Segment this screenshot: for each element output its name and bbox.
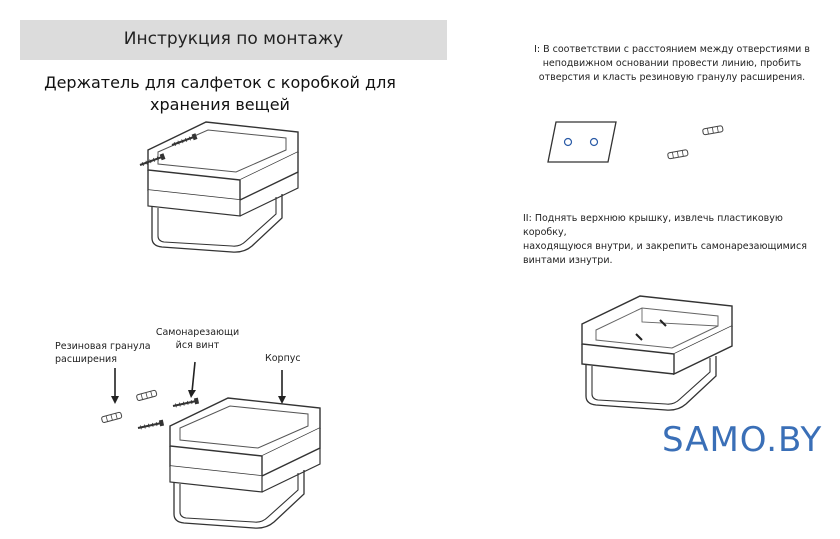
expansion-plugs-step1 (666, 125, 724, 160)
step-1-line-1: I: В соответствии с расстоянием между от… (534, 44, 810, 55)
screw-label-1: Самонарезающи (155, 327, 240, 338)
step-1-text: I: В соответствии с расстоянием между от… (526, 43, 818, 85)
step-1-line-3: отверстия и класть резиновую гранулу рас… (538, 72, 806, 83)
body-callout: Корпус (265, 353, 301, 364)
step-2-line-3: винтами изнутри. (523, 255, 613, 266)
product-title-line-1: Держатель для салфеток с коробкой для (44, 73, 396, 92)
screw-label-2: йся винт (175, 340, 220, 351)
step-2-line-2: находящуюся внутри, и закрепить самонаре… (523, 241, 807, 252)
step-2-text: II: Поднять верхнюю крышку, извлечь плас… (523, 212, 823, 268)
step-1-line-2: неподвижном основании провести линию, пр… (542, 58, 802, 69)
title-banner: Инструкция по монтажу (20, 20, 447, 60)
rubber-plug-label-2: расширения (55, 354, 117, 365)
open-box-illustration (581, 295, 733, 411)
banner-title: Инструкция по монтажу (123, 29, 344, 49)
rubber-plug-callout: Резиновая гранула расширения (55, 340, 175, 366)
step-2-line-1: II: Поднять верхнюю крышку, извлечь плас… (523, 213, 783, 238)
product-title-line-2: хранения вещей (150, 95, 290, 114)
product-title: Держатель для салфеток с коробкой для хр… (40, 72, 400, 116)
assembled-holder-illustration (147, 121, 299, 253)
exploded-plugs (100, 389, 158, 424)
samo-by-logo: SAMO.BY (662, 420, 823, 460)
wall-plate-illustration (547, 121, 617, 163)
callout-arrows (111, 361, 286, 404)
screw-callout: Самонарезающи йся винт (150, 326, 245, 352)
parts-exploded-illustration (169, 397, 321, 529)
rubber-plug-label-1: Резиновая гранула (55, 341, 151, 352)
